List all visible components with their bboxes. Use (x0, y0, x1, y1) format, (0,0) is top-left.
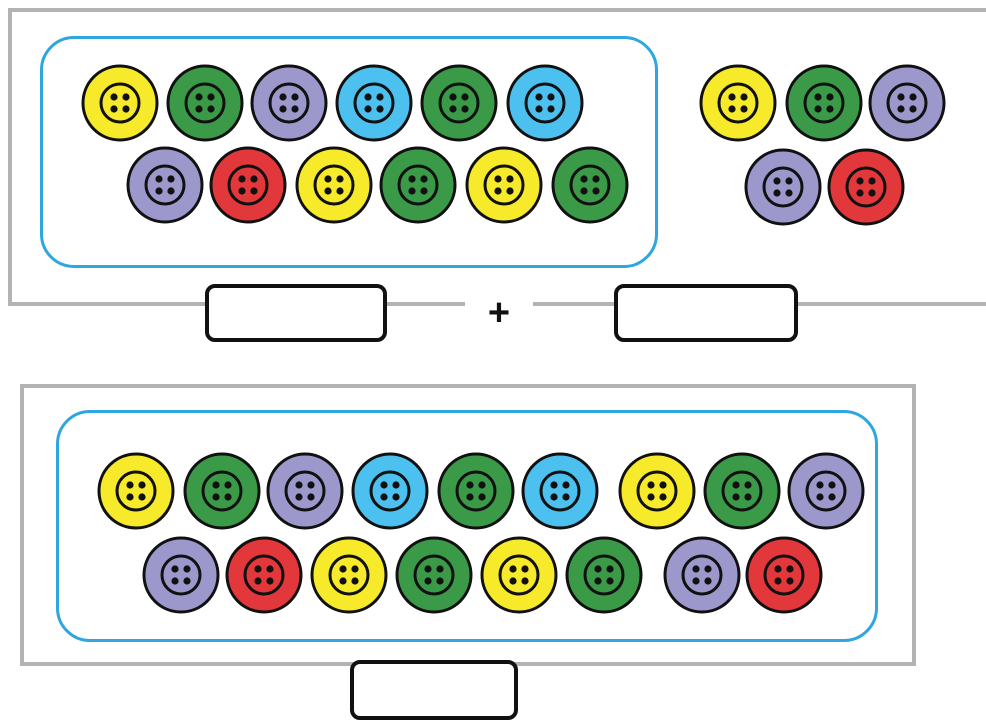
button-icon (437, 452, 515, 530)
button-icon (551, 146, 629, 224)
button-icon (420, 64, 498, 142)
button-icon (97, 452, 175, 530)
button-icon (745, 536, 823, 614)
button-icon (618, 452, 696, 530)
button-icon (506, 64, 584, 142)
button-icon (703, 452, 781, 530)
button-icon (142, 536, 220, 614)
button-icon (699, 64, 777, 142)
button-icon (744, 148, 822, 226)
button-icon (209, 146, 287, 224)
second-addend-answer-box[interactable] (614, 284, 798, 342)
button-icon (663, 536, 741, 614)
button-icon (565, 536, 643, 614)
button-icon (266, 452, 344, 530)
button-icon (335, 64, 413, 142)
button-icon (225, 536, 303, 614)
button-icon (81, 64, 159, 142)
button-icon (126, 146, 204, 224)
button-icon (395, 536, 473, 614)
plus-sign: + (465, 288, 533, 338)
button-icon (310, 536, 388, 614)
first-addend-answer-box[interactable] (205, 284, 387, 342)
button-icon (787, 452, 865, 530)
button-icon (480, 536, 558, 614)
button-icon (379, 146, 457, 224)
button-icon (868, 64, 946, 142)
button-icon (250, 64, 328, 142)
top-left-button-group (40, 36, 658, 268)
button-icon (295, 146, 373, 224)
bottom-button-group (56, 410, 878, 642)
button-icon (166, 64, 244, 142)
button-icon (521, 452, 599, 530)
button-icon (465, 146, 543, 224)
button-icon (785, 64, 863, 142)
button-icon (827, 148, 905, 226)
button-icon (183, 452, 261, 530)
button-icon (351, 452, 429, 530)
total-answer-box[interactable] (350, 660, 518, 720)
